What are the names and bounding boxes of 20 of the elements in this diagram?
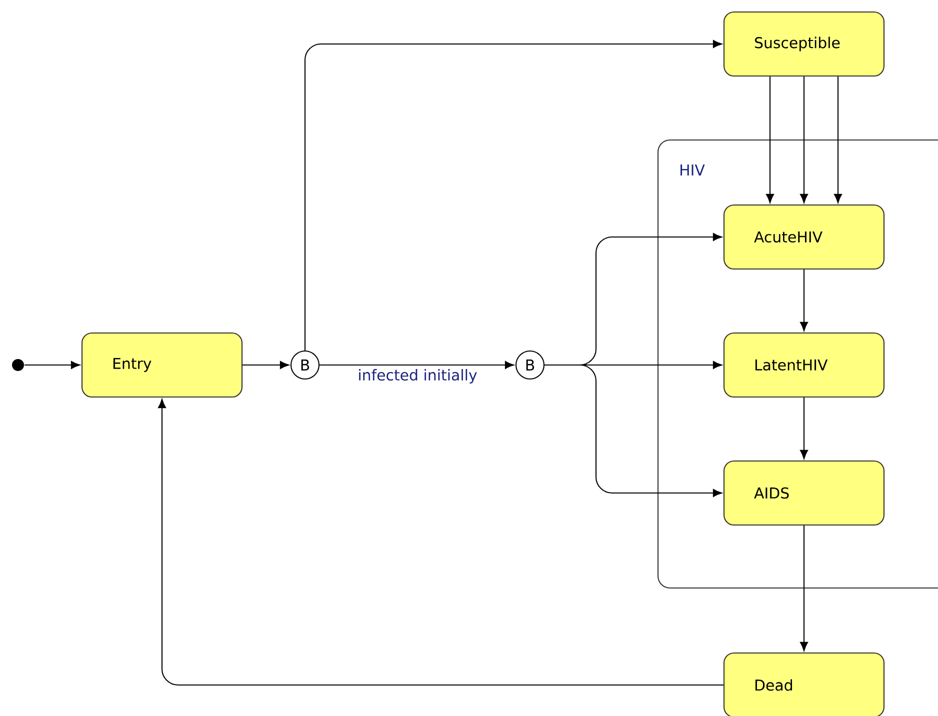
- arrow: [544, 364, 722, 497]
- state-box: LatentHIV: [723, 332, 885, 398]
- arrow: [800, 76, 808, 204]
- arrow: [24, 361, 80, 369]
- arrow: [158, 398, 724, 686]
- arrow: [304, 40, 722, 350]
- arrow: [320, 361, 514, 369]
- arrow: [800, 526, 808, 652]
- state-box: AIDS: [723, 460, 885, 526]
- edge-label: infected initially: [359, 369, 477, 384]
- state-box: Susceptible: [723, 11, 885, 77]
- arrow: [800, 398, 808, 460]
- arrow: [800, 270, 808, 332]
- arrow: [834, 76, 842, 204]
- state-box: AcuteHIV: [723, 204, 885, 270]
- state-box: Entry: [81, 332, 243, 398]
- initial-dot: [12, 359, 24, 371]
- arrow: [242, 361, 290, 369]
- state-box: Dead: [723, 652, 885, 716]
- arrow: [766, 76, 774, 204]
